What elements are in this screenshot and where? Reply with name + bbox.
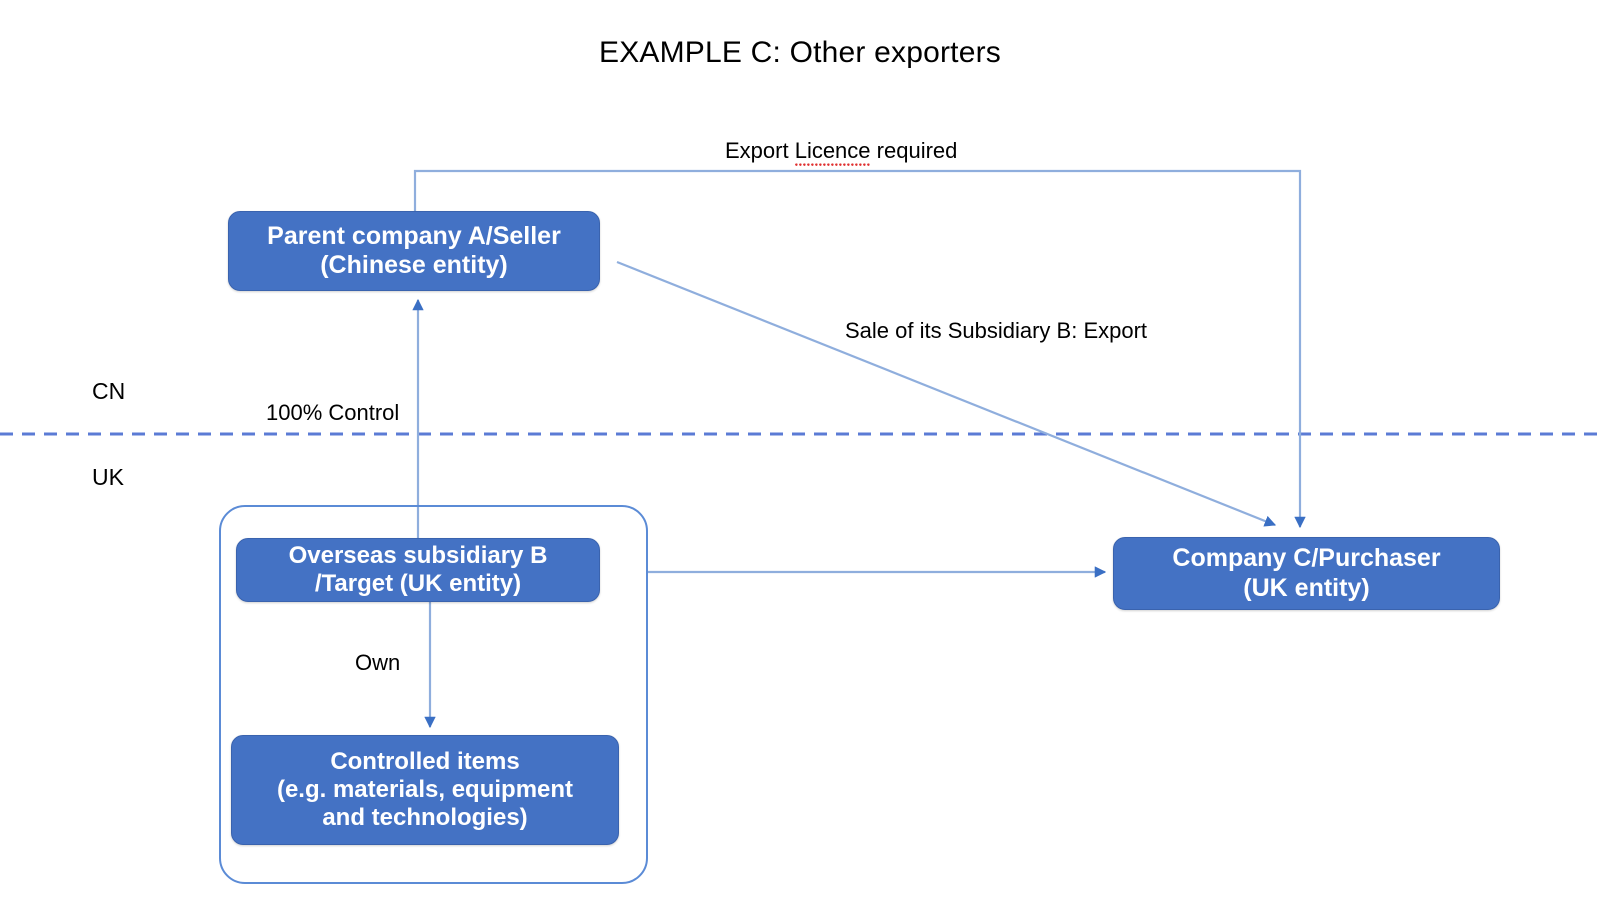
page-title: EXAMPLE C: Other exporters xyxy=(598,36,1001,69)
node-parent-company-a[interactable]: Parent company A/Seller (Chinese entity) xyxy=(228,211,600,291)
uk-entity-group-container xyxy=(219,505,648,884)
edge-label-export-licence-suffix: required xyxy=(870,138,958,163)
edge-label-own: Own xyxy=(355,650,401,675)
node-overseas-subsidiary-b[interactable]: Overseas subsidiary B /Target (UK entity… xyxy=(236,538,600,602)
edge-label-export-licence-prefix: Export xyxy=(725,138,795,163)
edge-label-sale: Sale of its Subsidiary B: Export xyxy=(845,318,1148,343)
node-controlled-items-label: Controlled items (e.g. materials, equipm… xyxy=(276,747,574,832)
edge-label-export-licence-word: Licence xyxy=(794,138,871,166)
node-parent-company-a-label: Parent company A/Seller (Chinese entity) xyxy=(267,221,561,280)
node-company-c-purchaser[interactable]: Company C/Purchaser (UK entity) xyxy=(1113,537,1500,610)
node-controlled-items[interactable]: Controlled items (e.g. materials, equipm… xyxy=(231,735,619,845)
edge-label-export-licence: Export Licence required xyxy=(725,138,958,166)
node-company-c-purchaser-label: Company C/Purchaser (UK entity) xyxy=(1172,544,1441,602)
edge-sale-diagonal xyxy=(616,260,1277,527)
edge-label-100-control: 100% Control xyxy=(266,400,400,425)
node-overseas-subsidiary-b-label: Overseas subsidiary B /Target (UK entity… xyxy=(288,541,548,597)
region-label-uk: UK xyxy=(92,464,124,490)
region-label-cn: CN xyxy=(92,378,126,404)
